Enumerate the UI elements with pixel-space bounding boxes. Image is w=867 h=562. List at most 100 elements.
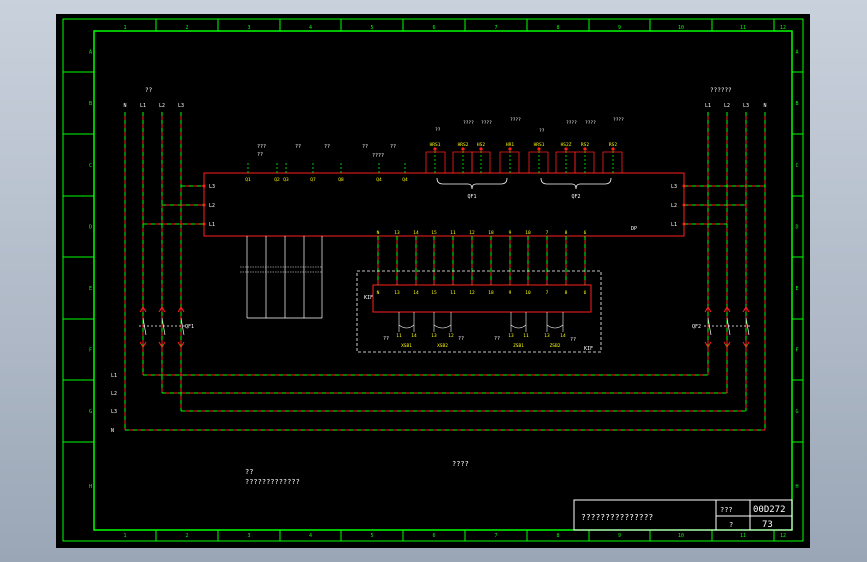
main-box-top-caption: ??: [390, 144, 396, 150]
bus-label: L2: [111, 391, 117, 397]
group-label: QF2: [571, 194, 580, 200]
breaker-arrow-top: [723, 306, 731, 313]
frame-col-label-top: 5: [370, 25, 373, 31]
sub-box-term: 13: [394, 290, 400, 296]
upper-term-caption: ????: [510, 117, 521, 123]
main-box-left-node: [202, 203, 206, 207]
breaker-arrow-top: [742, 306, 750, 313]
upper-term-frame: [528, 151, 549, 173]
sheet-background: [56, 14, 810, 548]
upper-term-frame: [602, 151, 623, 173]
upper-term-caption: ????: [613, 117, 624, 123]
upper-term-frame: [574, 151, 595, 173]
breaker-arrow-bottom: [742, 341, 750, 348]
frame-col-label-bottom: 5: [370, 533, 373, 539]
frame-col-label-bottom: 4: [309, 533, 312, 539]
main-box-top-caption: ??: [295, 144, 301, 150]
upper-term-frame: [425, 151, 446, 173]
frame-col-label-bottom: 7: [494, 533, 497, 539]
upper-term-node: [537, 147, 541, 151]
frame-col-label-top: 12: [780, 25, 786, 31]
frame-row-label-right: B: [795, 101, 798, 107]
breaker-arrow-top: [139, 306, 147, 313]
right-feed-caption: ??????: [710, 87, 732, 94]
frame-col-label-bottom: 1: [123, 533, 126, 539]
upper-term-label: HRS1: [534, 142, 545, 148]
sub-box-lower-term: 12: [448, 333, 454, 339]
frame-col-label-top: 7: [494, 25, 497, 31]
sub-box-group-label: ZSB1: [513, 343, 524, 349]
frame-col-label-bottom: 2: [185, 533, 188, 539]
sub-box-left-tag: KIF: [364, 295, 373, 301]
frame-row-label-left: A: [89, 50, 92, 56]
frame-row-label-right: C: [795, 163, 798, 169]
frame-row-label-right: F: [795, 348, 798, 354]
left-feed-label: L2: [159, 103, 165, 109]
title-block-value1: 00D272: [753, 505, 786, 515]
frame-row-label-right: A: [795, 50, 798, 56]
frame-row-label-left: E: [89, 286, 92, 292]
title-block-label2: ?: [729, 521, 733, 529]
frame-row-label-left: G: [89, 409, 92, 415]
upper-term-node: [433, 147, 437, 151]
frame-col-label-bottom: 3: [247, 533, 250, 539]
right-feed-label: L1: [705, 103, 711, 109]
group-brace: [436, 177, 508, 190]
frame-col-label-top: 2: [185, 25, 188, 31]
main-box-bottom-term: 11: [450, 230, 456, 236]
main-box-bottom-term: 12: [469, 230, 475, 236]
upper-term-frame: [471, 151, 491, 173]
sub-box-term: 7: [546, 290, 549, 296]
sub-box-lower-term: 14: [411, 333, 417, 339]
sub-box-dashed-outline: [356, 270, 602, 353]
upper-term-label: HRS1: [430, 142, 441, 148]
sub-box-term: 18: [488, 290, 494, 296]
main-box-top-caption: ???: [257, 144, 266, 150]
left-feed-label: L3: [178, 103, 184, 109]
left-breaker-label: QF1: [185, 324, 194, 330]
upper-term-label: RS2: [581, 142, 589, 148]
frame-col-label-top: 3: [247, 25, 250, 31]
upper-term-node: [583, 147, 587, 151]
sub-box-pair-arc: [433, 324, 452, 329]
frame-col-label-bottom: 12: [780, 533, 786, 539]
right-feed-label: L2: [724, 103, 730, 109]
main-box-top-term: Q2: [274, 177, 280, 183]
title-block-value2: 73: [762, 520, 773, 530]
main-box-bottom-term: 18: [488, 230, 494, 236]
frame-row-label-left: B: [89, 101, 92, 107]
upper-term-label: HR1: [506, 142, 514, 148]
upper-term-frame: [499, 151, 520, 173]
main-box-bottom-term: 7: [546, 230, 549, 236]
frame-row-label-right: H: [795, 484, 798, 490]
bus-label: N: [111, 428, 114, 434]
frame-col-label-top: 10: [678, 25, 684, 31]
upper-term-label: HS2: [477, 142, 485, 148]
sub-terminal-box: [372, 284, 592, 313]
upper-term-node: [479, 147, 483, 151]
sub-box-lower-term: 14: [560, 333, 566, 339]
sub-box-group-label: XSB2: [437, 343, 448, 349]
frame-col-label-top: 9: [618, 25, 621, 31]
upper-term-caption: ??: [435, 127, 441, 133]
sub-box-side-text: ??: [383, 336, 389, 342]
breaker-arrow-top: [177, 306, 185, 313]
sub-box-group-label: XSB1: [401, 343, 412, 349]
sub-box-lower-term: 13: [508, 333, 514, 339]
sub-box-lower-term: 11: [523, 333, 529, 339]
sub-box-term: 12: [469, 290, 475, 296]
frame-row-label-left: D: [89, 225, 92, 231]
frame-col-label-top: 4: [309, 25, 312, 31]
sub-box-term: 9: [509, 290, 512, 296]
upper-term-caption: ??: [539, 128, 545, 134]
main-box-top-term: Q4: [402, 177, 408, 183]
breaker-arrow-bottom: [158, 341, 166, 348]
frame-col-label-top: 11: [740, 25, 746, 31]
title-block: ??????????????? ??? 00D272 ? 73: [573, 499, 793, 531]
sub-box-right-tag: KIF: [584, 346, 593, 352]
